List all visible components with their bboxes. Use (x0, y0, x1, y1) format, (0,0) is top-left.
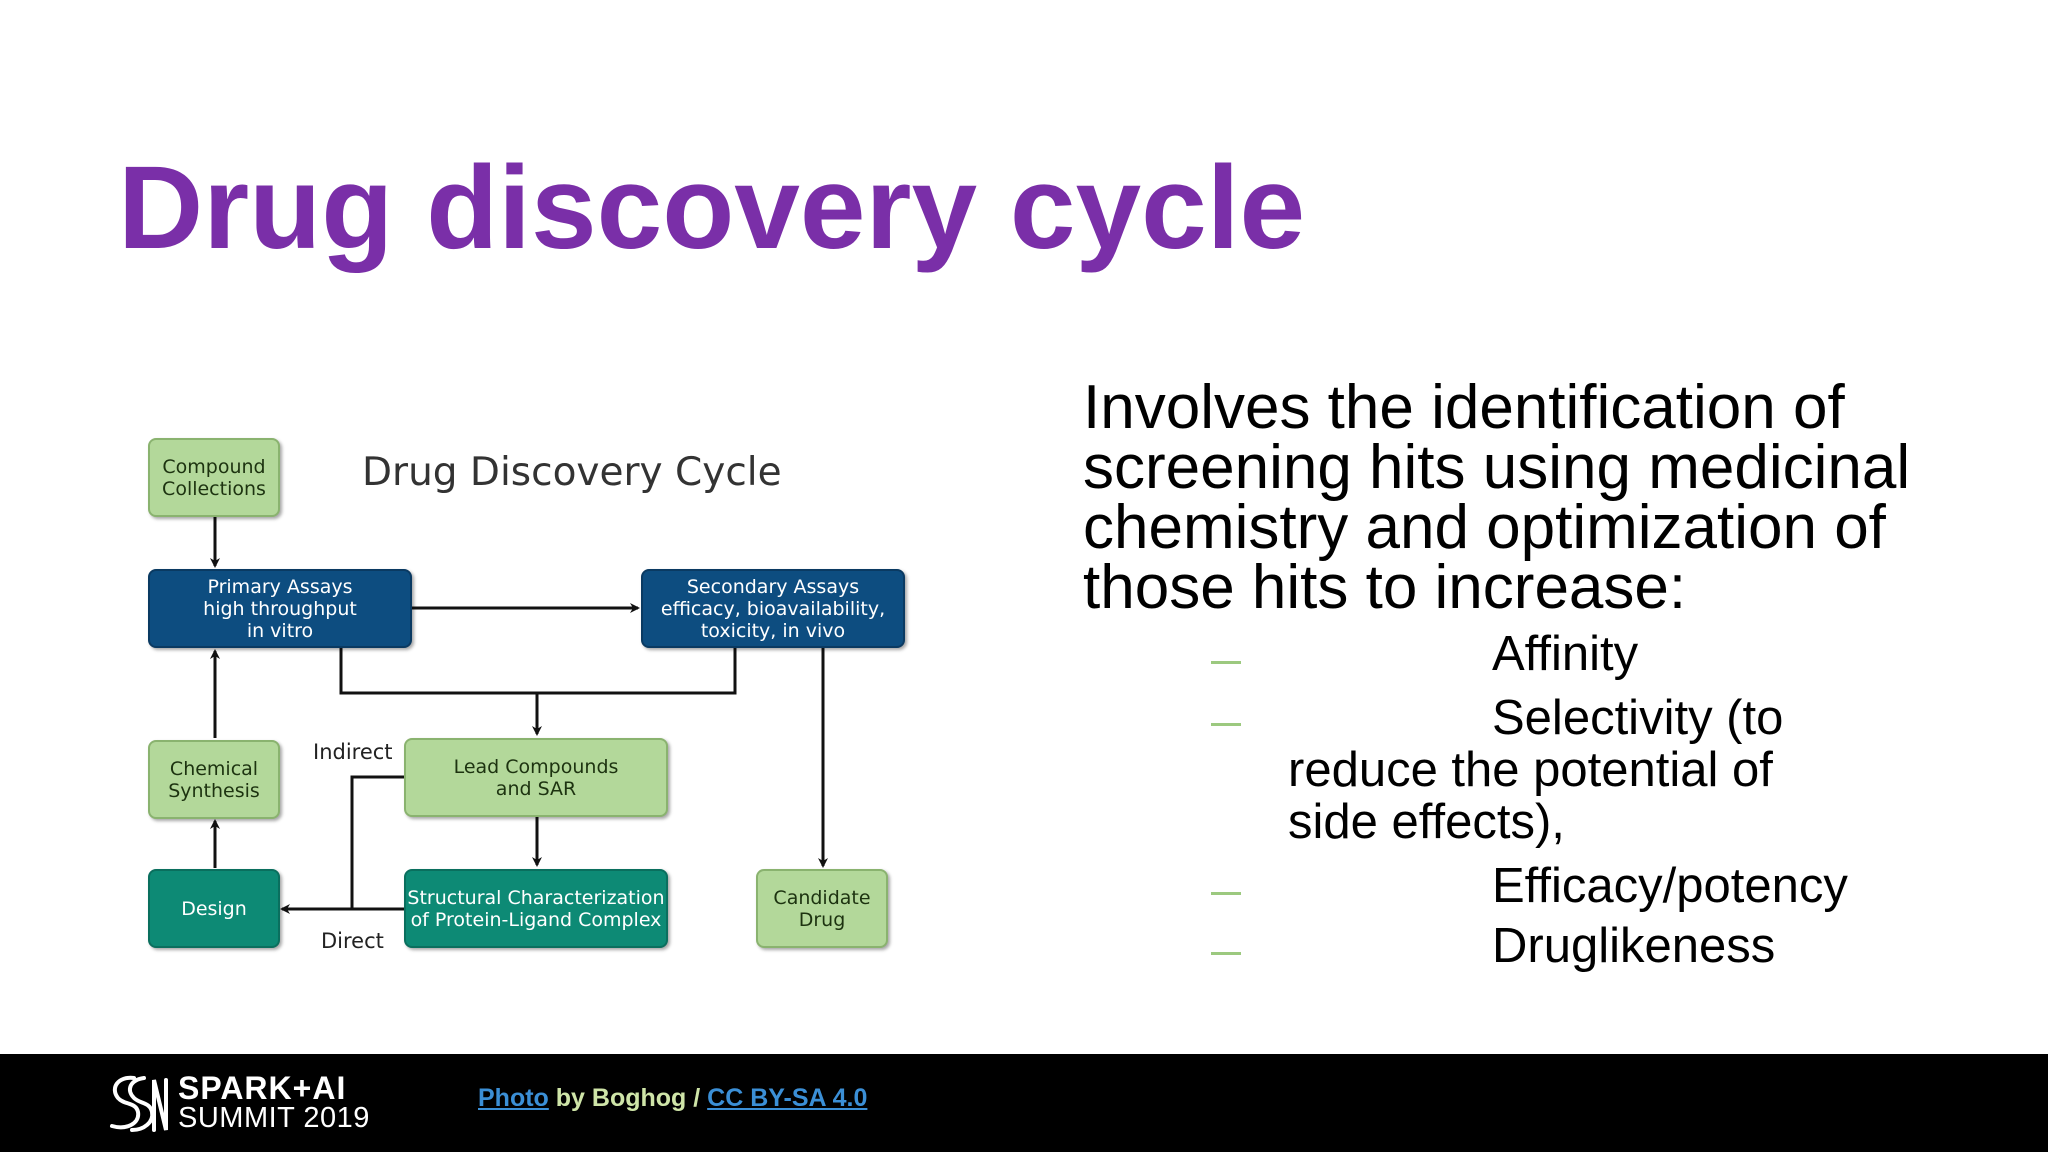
node-structural-characterization: Structural Characterization of Protein-L… (404, 869, 668, 948)
drug-discovery-diagram: Drug Discovery Cycle Compound Collection… (100, 410, 950, 990)
diagram-title: Drug Discovery Cycle (362, 450, 782, 495)
node-label: Synthesis (168, 779, 260, 802)
node-label: high throughput (203, 597, 357, 620)
bullet-efficacy: Efficacy/potency (1492, 859, 1848, 913)
node-label: Collections (162, 477, 266, 500)
slide-title: Drug discovery cycle (118, 142, 1306, 274)
edge-label-indirect: Indirect (313, 740, 393, 764)
bullet-dash (1211, 952, 1241, 955)
footer-bar: SPARK+AI SUMMIT 2019 Photo by Boghog / C… (0, 1054, 2048, 1152)
node-label: Structural Characterization (407, 886, 665, 909)
node-label: Chemical (169, 757, 259, 780)
node-label: toxicity, in vivo (700, 619, 846, 642)
license-link[interactable]: CC BY-SA 4.0 (707, 1084, 868, 1112)
diagram-connectors (210, 517, 828, 914)
bullet-selectivity-cont-2: side effects), (1288, 795, 1565, 849)
node-label: in vitro (246, 619, 314, 642)
node-primary-assays: Primary Assays high throughput in vitro (148, 569, 412, 648)
node-label: Primary Assays (207, 575, 353, 598)
credit-author: by Boghog / (548, 1084, 708, 1112)
node-label: Candidate (773, 886, 871, 909)
node-label: Secondary Assays (686, 575, 860, 598)
node-label: Lead Compounds (453, 755, 619, 778)
node-label: of Protein-Ligand Complex (410, 908, 662, 931)
logo-line2: SUMMIT 2019 (178, 1102, 370, 1134)
body-intro: Involves the identification of screening… (1083, 373, 1911, 622)
node-lead-compounds: Lead Compounds and SAR (404, 738, 668, 817)
logo-line1: SPARK+AI (178, 1070, 347, 1106)
merge-line (339, 647, 737, 695)
edge-label-direct: Direct (321, 929, 384, 953)
node-chemical-synthesis: Chemical Synthesis (148, 740, 280, 819)
node-design: Design (148, 869, 280, 948)
indirect-line (350, 775, 404, 909)
node-label: Compound (162, 455, 266, 478)
bullet-dash (1211, 723, 1241, 726)
node-candidate-drug: Candidate Drug (756, 869, 888, 948)
bullet-dash (1211, 661, 1241, 664)
node-label: Drug (798, 908, 846, 931)
bullet-druglikeness: Druglikeness (1492, 919, 1776, 973)
photo-credit: Photo by Boghog / CC BY-SA 4.0 (478, 1084, 867, 1113)
node-compound-collections: Compound Collections (148, 438, 280, 517)
node-label: and SAR (495, 777, 577, 800)
spark-ai-logo-icon (110, 1075, 168, 1132)
bullet-selectivity: Selectivity (to (1492, 691, 1784, 745)
node-label: Design (181, 897, 247, 920)
node-secondary-assays: Secondary Assays efficacy, bioavailabili… (641, 569, 905, 648)
spark-ai-summit-logo: SPARK+AI SUMMIT 2019 (104, 1070, 370, 1136)
bullet-affinity: Affinity (1492, 627, 1639, 681)
photo-link[interactable]: Photo (478, 1084, 549, 1112)
bullet-dash (1211, 892, 1241, 895)
node-label: efficacy, bioavailability, (660, 597, 886, 620)
bullet-selectivity-cont-1: reduce the potential of (1288, 743, 1773, 797)
